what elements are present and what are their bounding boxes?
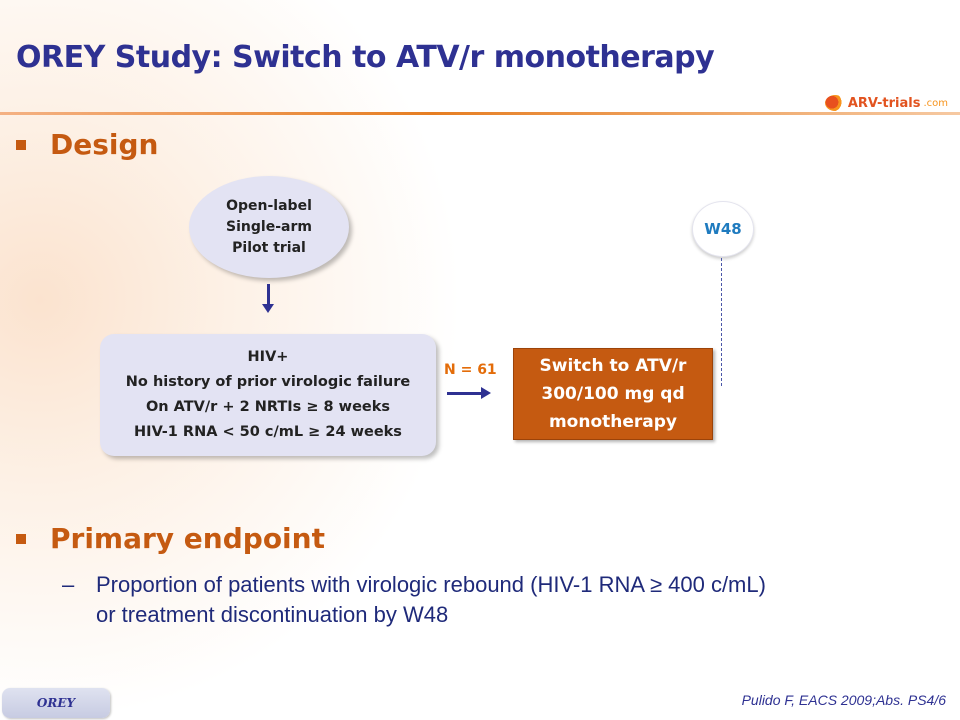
slide-title: OREY Study: Switch to ATV/r monotherapy: [16, 40, 715, 75]
title-divider: [0, 112, 960, 115]
logo-text: ARV-trials: [847, 95, 921, 111]
treatment-line: Switch to ATV/r: [539, 356, 687, 376]
citation: Pulido F, EACS 2009;Abs. PS4/6: [741, 692, 946, 708]
inclusion-criteria-box: HIV+ No history of prior virologic failu…: [100, 334, 436, 456]
primary-endpoint-heading-text: Primary endpoint: [50, 522, 325, 555]
design-heading: Design: [16, 128, 158, 161]
study-type-line: Open-label: [226, 197, 312, 214]
study-tab: OREY: [2, 688, 110, 718]
dash-bullet: –: [62, 572, 75, 597]
square-bullet-icon: [16, 139, 26, 150]
right-arrow-icon: [481, 387, 491, 399]
criteria-line: HIV+: [247, 349, 289, 365]
endpoint-description: – Proportion of patients with virologic …: [62, 570, 766, 630]
timepoint-dashed-line: [721, 258, 722, 386]
study-type-line: Single-arm: [226, 218, 312, 235]
study-type-oval: Open-label Single-arm Pilot trial: [189, 176, 349, 278]
design-heading-text: Design: [50, 128, 159, 161]
square-bullet-icon: [16, 533, 26, 544]
arv-trials-logo-icon: [824, 95, 845, 111]
logo-suffix: .com: [923, 97, 948, 109]
down-arrow-shaft: [267, 284, 270, 308]
criteria-line: HIV-1 RNA < 50 c/mL ≥ 24 weeks: [134, 424, 402, 440]
primary-endpoint-heading: Primary endpoint: [16, 522, 325, 555]
treatment-line: 300/100 mg qd: [541, 384, 685, 404]
down-arrow-icon: [262, 304, 274, 313]
endpoint-text-line: or treatment discontinuation by W48: [96, 602, 449, 627]
arv-trials-logo: ARV-trials .com: [824, 92, 948, 114]
treatment-box: Switch to ATV/r 300/100 mg qd monotherap…: [513, 348, 713, 440]
timepoint-marker: W48: [692, 201, 754, 257]
criteria-line: On ATV/r + 2 NRTIs ≥ 8 weeks: [145, 399, 391, 415]
treatment-line: monotherapy: [548, 412, 678, 432]
right-arrow-shaft: [447, 392, 483, 395]
sample-size-label: N = 61: [444, 362, 497, 378]
endpoint-text-line: Proportion of patients with virologic re…: [96, 572, 766, 597]
study-type-line: Pilot trial: [232, 239, 306, 256]
timepoint-label: W48: [704, 220, 742, 238]
criteria-line: No history of prior virologic failure: [125, 374, 411, 390]
